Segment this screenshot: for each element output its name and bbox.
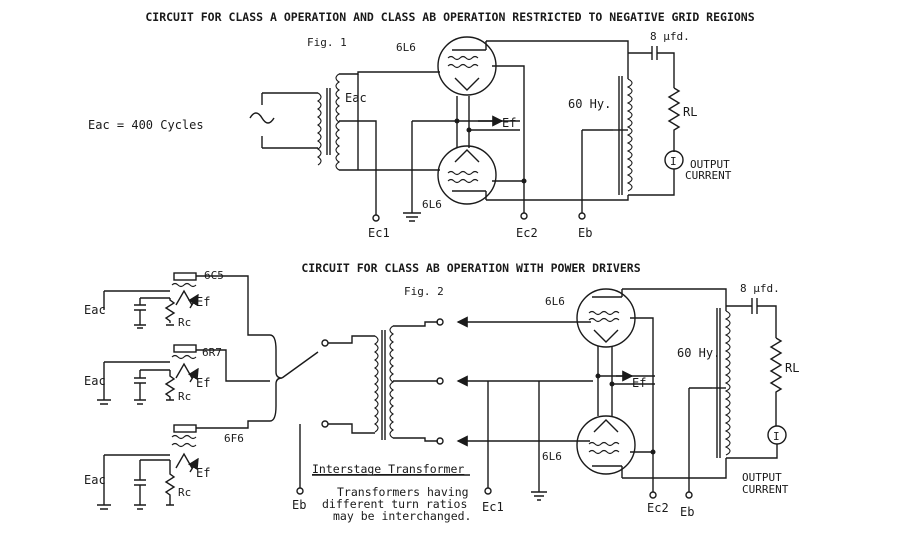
driver3-label: 6F6 — [224, 432, 244, 445]
driver1-eac-label: Eac — [84, 303, 106, 317]
driver2-label: 6R7 — [202, 346, 222, 359]
fig2-output-label-1: OUTPUT — [742, 471, 782, 484]
fig1-tube-bottom — [437, 145, 497, 205]
transformer-note-3: may be interchanged. — [333, 509, 471, 523]
fig2-choke-label: 60 Hy. — [677, 346, 720, 360]
fig2-meter-label: I — [773, 430, 780, 443]
driver3-rc-label: Rc — [178, 486, 191, 499]
fig1-eac-label: Eac — [345, 91, 367, 105]
fig1-ef-label: Ef — [502, 116, 516, 130]
fig1-meter-label: I — [670, 155, 677, 168]
fig1-ac-source — [249, 92, 318, 149]
driver3-ef-label: Ef — [196, 466, 210, 480]
fig2-ec1-label: Ec1 — [482, 500, 504, 514]
fig1-label: Fig. 1 — [307, 36, 347, 49]
fig1-output-label-1: OUTPUT — [690, 158, 730, 171]
driver-brace — [269, 334, 283, 422]
fig2-rl-label: RL — [785, 361, 799, 375]
fig1-tube-top-label: 6L6 — [396, 41, 416, 54]
fig1-cap-label: 8 μfd. — [650, 30, 690, 43]
fig1-eb-label: Eb — [578, 226, 592, 240]
fig2-tube-top-label: 6L6 — [545, 295, 565, 308]
driver2-eac-label: Eac — [84, 374, 106, 388]
fig1-diagram: CIRCUIT FOR CLASS A OPERATION AND CLASS … — [88, 10, 755, 240]
fig1-choke-label: 60 Hy. — [568, 97, 611, 111]
fig1-ec1-label: Ec1 — [368, 226, 390, 240]
driver1-label: 6C5 — [204, 269, 224, 282]
fig2-eb-label: Eb — [680, 505, 694, 519]
fig2-eb-left-label: Eb — [292, 498, 306, 512]
fig2-cap-label: 8 μfd. — [740, 282, 780, 295]
fig2-ec2-label: Ec2 — [647, 501, 669, 515]
driver1-rc-label: Rc — [178, 316, 191, 329]
driver-6c5 — [103, 272, 270, 336]
fig1-load-resistor — [667, 87, 681, 152]
fig1-ground-icon — [403, 212, 421, 222]
fig1-title: CIRCUIT FOR CLASS A OPERATION AND CLASS … — [145, 10, 754, 24]
fig2-tube-top — [576, 288, 636, 348]
fig2-label: Fig. 2 — [404, 285, 444, 298]
fig1-ec1-terminal — [372, 214, 380, 222]
transformer-note-2: different turn ratios — [322, 497, 467, 511]
fig1-eac-frequency: Eac = 400 Cycles — [88, 118, 204, 132]
selector-switch — [281, 351, 319, 379]
driver3-eac-label: Eac — [84, 473, 106, 487]
fig2-tube-bottom-label: 6L6 — [542, 450, 562, 463]
driver-6f6 — [97, 420, 270, 510]
fig2-output-label-2: CURRENT — [742, 483, 789, 496]
driver3-ground-icon — [97, 504, 111, 510]
fig2-ground-icon — [531, 381, 547, 501]
fig2-choke — [712, 308, 731, 458]
fig1-output-label-2: CURRENT — [685, 169, 732, 182]
fig1-eb-terminal — [578, 212, 586, 220]
driver2-rc-label: Rc — [178, 390, 191, 403]
fig2-load-resistor — [769, 337, 783, 426]
fig1-ec2-terminal — [520, 212, 528, 220]
driver-6r7 — [97, 344, 270, 405]
driver2-ef-label: Ef — [196, 376, 210, 390]
driver2-ground-icon — [97, 399, 111, 405]
fig2-ef-label: Ef — [632, 376, 646, 390]
fig1-ec2-label: Ec2 — [516, 226, 538, 240]
fig2-title: CIRCUIT FOR CLASS AB OPERATION WITH POWE… — [301, 261, 640, 275]
fig1-rl-label: RL — [683, 105, 697, 119]
transformer-note-1: Transformers having — [337, 485, 469, 499]
fig1-choke — [613, 76, 633, 195]
transformer-title: Interstage Transformer — [312, 462, 464, 476]
fig1-input-transformer — [317, 73, 340, 171]
fig2-diagram: CIRCUIT FOR CLASS AB OPERATION WITH POWE… — [84, 261, 799, 523]
interstage-transformer — [374, 318, 444, 445]
fig2-tube-bottom — [576, 415, 636, 478]
fig1-tube-top — [437, 36, 497, 96]
driver1-ef-label: Ef — [196, 295, 210, 309]
fig1-tube-bottom-label: 6L6 — [422, 198, 442, 211]
